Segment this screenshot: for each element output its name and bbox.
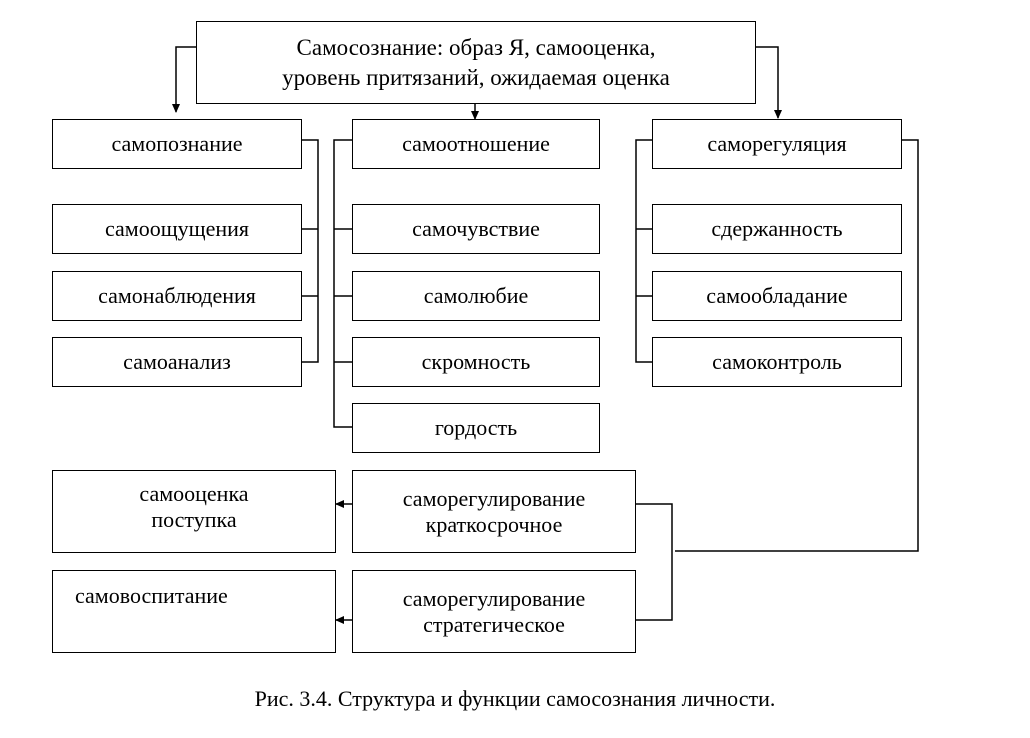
restraint-box: сдержанность: [652, 204, 902, 254]
self-analysis-box: самоанализ: [52, 337, 302, 387]
modesty-box: скромность: [352, 337, 600, 387]
act-assessment-line1: самооценка: [139, 481, 249, 506]
self-control-box: самоконтроль: [652, 337, 902, 387]
arrow-to-self-knowledge: [172, 46, 196, 113]
self-control-label: самоконтроль: [712, 349, 842, 374]
self-knowledge-label: самопознание: [111, 131, 243, 156]
act-assessment-line2: поступка: [151, 507, 237, 532]
act-assessment-box: самооценка поступка: [52, 470, 336, 553]
self-attitude-label: самоотношение: [402, 131, 550, 156]
self-possession-box: самообладание: [652, 271, 902, 321]
bracket-self-regulation: [635, 139, 652, 363]
bracket-regulation-types: [636, 503, 673, 621]
restraint-label: сдержанность: [711, 216, 843, 241]
self-love-label: самолюбие: [423, 283, 529, 308]
strategic-regulation-line2: стратегическое: [423, 611, 565, 637]
short-term-regulation-line2: краткосрочное: [425, 511, 563, 537]
arrow-to-self-regulation: [756, 46, 782, 119]
line-regulation-to-bottom: [675, 139, 919, 552]
short-term-regulation-line1: саморегулирование: [402, 485, 586, 511]
modesty-label: скромность: [421, 349, 531, 374]
figure-caption: Рис. 3.4. Структура и функции самосознан…: [254, 686, 776, 711]
self-feeling-label: самочувствие: [412, 216, 540, 241]
self-sensations-box: самоощущения: [52, 204, 302, 254]
self-love-box: самолюбие: [352, 271, 600, 321]
self-sensations-label: самоощущения: [104, 216, 250, 241]
self-education-label: самовоспитание: [75, 583, 228, 608]
self-observations-box: самонаблюдения: [52, 271, 302, 321]
self-feeling-box: самочувствие: [352, 204, 600, 254]
pride-box: гордость: [352, 403, 600, 453]
self-regulation-box: саморегуляция: [652, 119, 902, 169]
self-analysis-label: самоанализ: [123, 349, 231, 374]
pride-label: гордость: [434, 415, 518, 440]
self-observations-label: самонаблюдения: [98, 283, 256, 308]
self-knowledge-box: самопознание: [52, 119, 302, 169]
strategic-regulation-box: саморегулирование стратегическое: [352, 570, 636, 653]
self-regulation-label: саморегуляция: [707, 131, 847, 156]
self-consciousness-line2: уровень притязаний, ожидаемая оценка: [282, 64, 670, 90]
bracket-self-attitude: [333, 139, 352, 428]
self-education-box: самовоспитание: [52, 570, 336, 653]
self-consciousness-box: Самосознание: образ Я, самооценка, урове…: [196, 21, 756, 104]
short-term-regulation-box: саморегулирование краткосрочное: [352, 470, 636, 553]
self-consciousness-line1: Самосознание: образ Я, самооценка,: [296, 34, 656, 60]
bracket-self-knowledge: [302, 139, 319, 363]
self-possession-label: самообладание: [706, 283, 848, 308]
self-attitude-box: самоотношение: [352, 119, 600, 169]
strategic-regulation-line1: саморегулирование: [402, 585, 586, 611]
